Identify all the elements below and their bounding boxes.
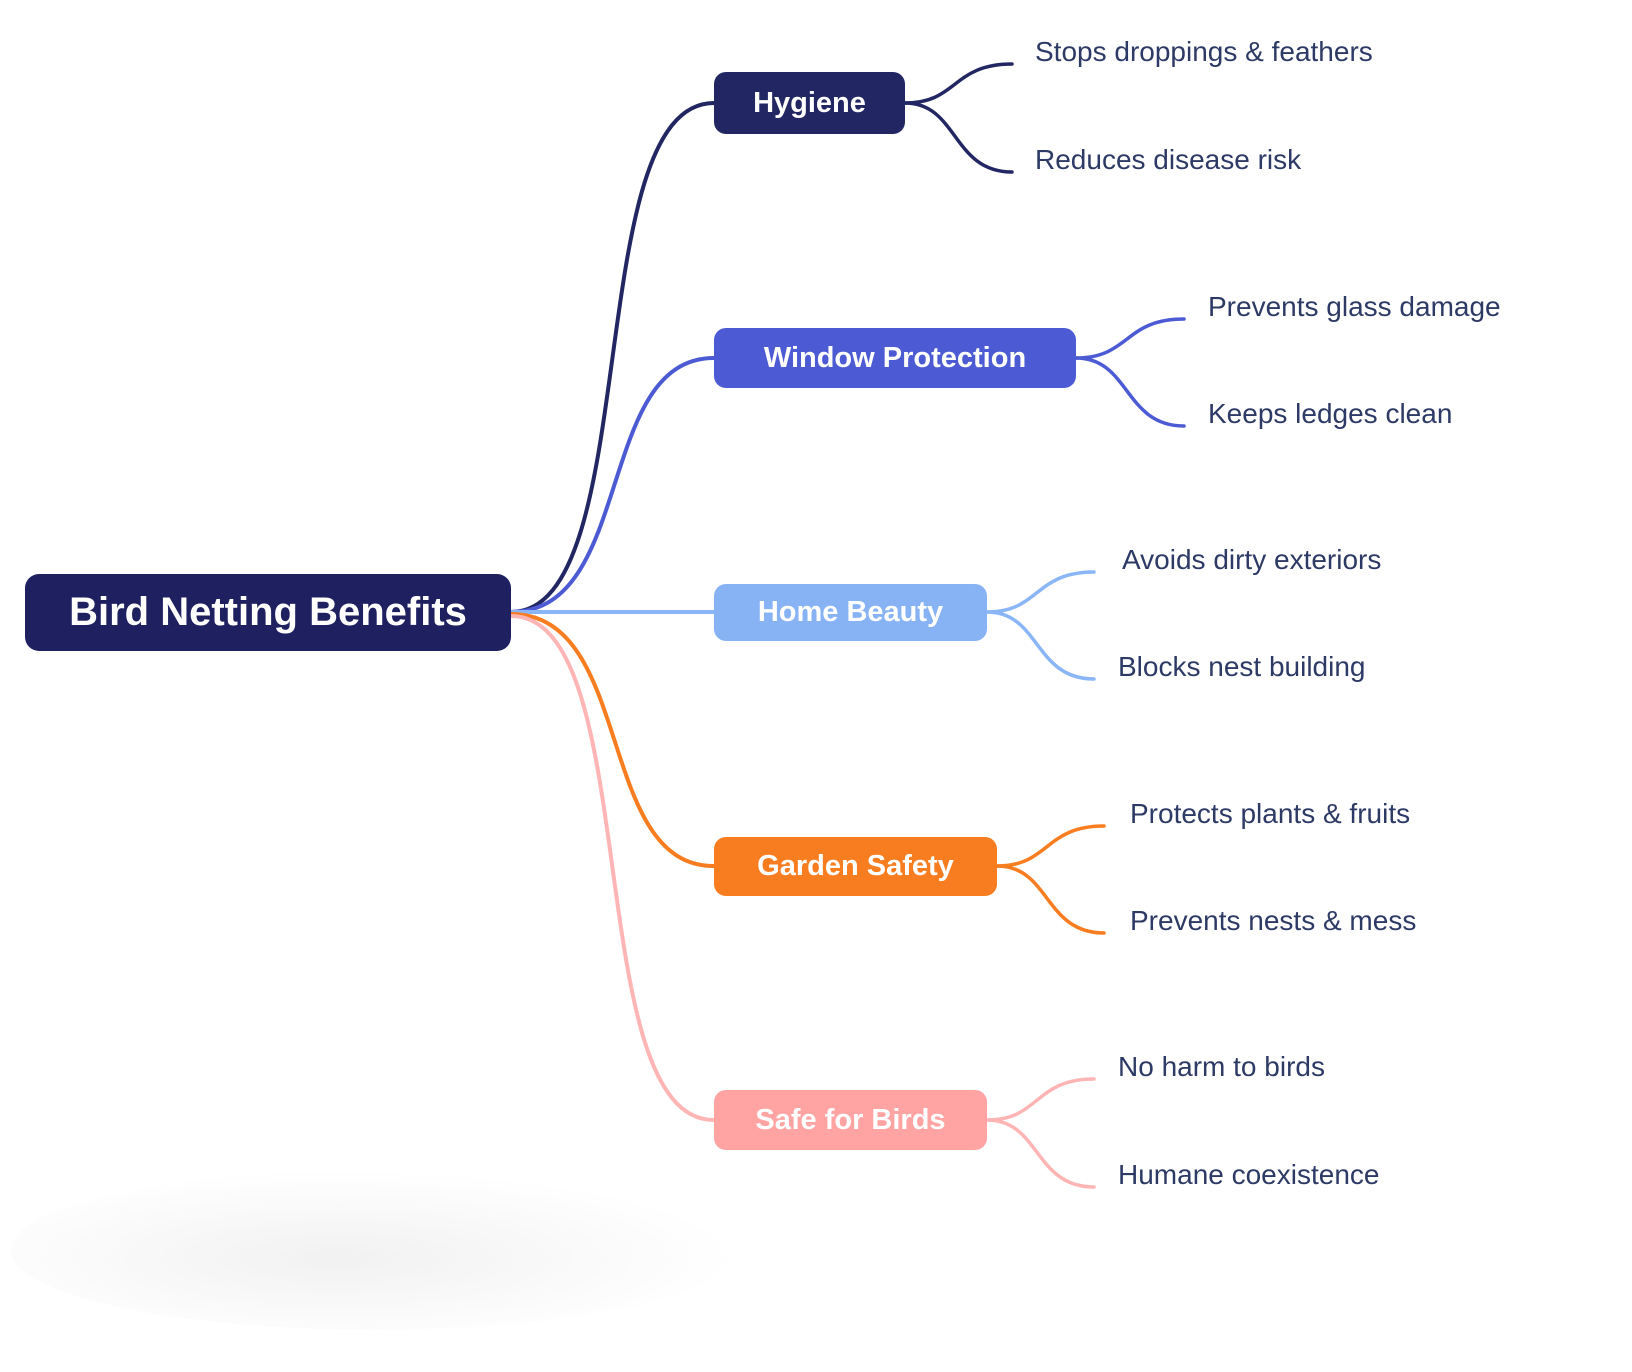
branch-node-home-beauty-label: Home Beauty: [757, 596, 944, 628]
leaf-stops-droppings-feathers[interactable]: Stops droppings & feathers: [1035, 36, 1373, 67]
edge-root-window-protection: [509, 356, 716, 614]
edge-home-leaf-2: [985, 610, 1096, 681]
edge-hygiene-leaf-1: [903, 62, 1014, 105]
edge-garden-leaf-1: [995, 824, 1106, 868]
branch-node-home-beauty[interactable]: Home Beauty: [714, 584, 987, 641]
edge-home-leaf-1: [985, 570, 1096, 614]
branch-node-window-protection-label: Window Protection: [763, 341, 1027, 374]
edge-root-hygiene: [509, 101, 716, 614]
branch-node-garden-safety-label: Garden Safety: [757, 850, 954, 882]
edge-root-garden-safety: [509, 612, 716, 868]
leaf-avoids-dirty-exteriors[interactable]: Avoids dirty exteriors: [1122, 544, 1382, 575]
edge-safe-leaf-1: [985, 1077, 1096, 1122]
leaf-humane-coexistence[interactable]: Humane coexistence: [1118, 1159, 1380, 1190]
branch-node-garden-safety[interactable]: Garden Safety: [714, 837, 997, 896]
leaf-no-harm-to-birds[interactable]: No harm to birds: [1118, 1051, 1325, 1082]
leaf-prevents-nests-mess[interactable]: Prevents nests & mess: [1130, 905, 1417, 936]
leaf-blocks-nest-building[interactable]: Blocks nest building: [1118, 651, 1366, 682]
branch-node-hygiene-label: Hygiene: [753, 86, 866, 119]
edge-garden-leaf-2: [995, 864, 1106, 935]
root-node-label: Bird Netting Benefits: [69, 590, 467, 634]
edge-hygiene-leaf-2: [903, 101, 1014, 174]
leaf-protects-plants-fruits[interactable]: Protects plants & fruits: [1130, 798, 1411, 829]
branch-node-safe-for-birds-label: Safe for Birds: [755, 1103, 946, 1136]
root-node-bird-netting-benefits[interactable]: Bird Netting Benefits: [25, 574, 511, 651]
edge-safe-leaf-2: [985, 1118, 1096, 1189]
leaf-keeps-ledges-clean[interactable]: Keeps ledges clean: [1208, 398, 1453, 429]
branch-node-window-protection[interactable]: Window Protection: [714, 328, 1076, 388]
leaf-reduces-disease-risk[interactable]: Reduces disease risk: [1035, 144, 1302, 175]
edge-window-leaf-2: [1074, 356, 1186, 428]
leaf-prevents-glass-damage[interactable]: Prevents glass damage: [1208, 291, 1501, 322]
edge-window-leaf-1: [1074, 317, 1186, 360]
branch-node-hygiene[interactable]: Hygiene: [714, 72, 905, 134]
edge-root-safe-for-birds: [509, 614, 716, 1122]
branch-node-safe-for-birds[interactable]: Safe for Birds: [714, 1090, 987, 1150]
